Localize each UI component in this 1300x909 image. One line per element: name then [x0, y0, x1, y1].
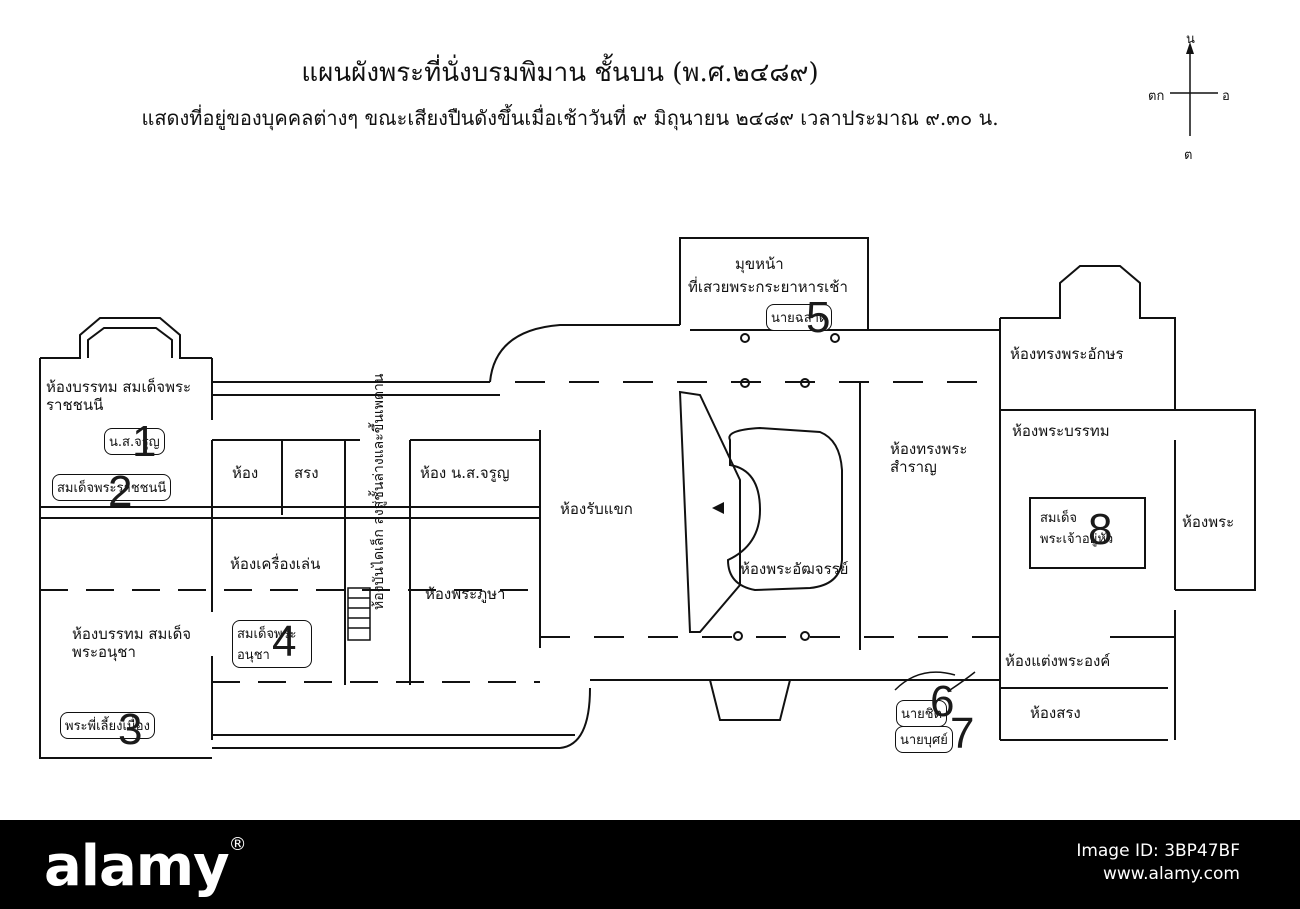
room-dressing-room: ห้องแต่งพระองค์ — [1005, 652, 1111, 670]
compass-north: น — [1186, 32, 1195, 47]
compass-arrow-icon — [1162, 42, 1218, 136]
marker-6: 6 — [930, 677, 955, 726]
room-bath-small: สรง — [294, 464, 319, 482]
marker-5: 5 — [806, 293, 831, 342]
person-box-4: สมเด็จพระอนุชา — [232, 620, 312, 668]
brand-name: alamy — [44, 834, 230, 899]
front-porch-wall — [679, 237, 869, 330]
porch-curve-left — [489, 324, 680, 383]
room-study: ห้องทรงพระอักษร — [1010, 345, 1124, 363]
room-throne-hall: ห้องพระอัฒจรรย์ — [740, 560, 849, 578]
registered-mark: ® — [228, 834, 247, 855]
person-box-1: น.ส.จรูญ — [104, 428, 165, 455]
marker-7: 7 — [950, 709, 975, 758]
room-queen-mother-bed: ห้องบรรทม สมเด็จพระราชชนนี — [46, 378, 192, 414]
marker-8: 8 — [1088, 505, 1113, 554]
compass-rose: น ตก อ ต — [1148, 32, 1250, 166]
room-small: ห้อง — [232, 464, 259, 482]
marker-4: 4 — [272, 617, 297, 666]
room-reception: ห้องรับแขก — [560, 500, 633, 518]
compass-south: ต — [1184, 148, 1193, 163]
room-dressing: ห้องทรงพระสำราญ — [890, 440, 968, 476]
footer-bar: alamy® Image ID: 3BP47BF www.alamy.com — [0, 820, 1300, 909]
person-box-2: สมเด็จพระราชชนนี — [52, 474, 172, 501]
room-worship: ห้องพระภูษา — [425, 585, 506, 603]
west-bay-window — [40, 317, 212, 359]
marker-1: 1 — [132, 417, 157, 466]
room-shrine: ห้องพระ — [1182, 513, 1235, 531]
compass-east: อ — [1222, 89, 1230, 104]
floor-plan-page: แผนผังพระที่นั่งบรมพิมาน ชั้นบน (พ.ศ.๒๔๘… — [39, 32, 1256, 759]
person-box-5: นายฉลาด — [766, 304, 833, 331]
room-small-stairs: ห้องบันไดเล็ก ลงสู่ชั้นล่างและขึ้นเพดาน — [371, 373, 387, 610]
marker-2: 2 — [108, 467, 133, 516]
porch-curve-bottom — [559, 687, 591, 749]
image-id-block: Image ID: 3BP47BF www.alamy.com — [1076, 840, 1240, 886]
person-box-7: นายบุศย์ — [895, 726, 953, 753]
marker-3: 3 — [118, 705, 143, 754]
plan-subtitle: แสดงที่อยู่ของบุคคลต่างๆ ขณะเสียงปืนดังข… — [141, 106, 999, 130]
person-box-8: สมเด็จพระเจ้าอยู่หัว — [1040, 511, 1114, 547]
room-chan: ห้อง น.ส.จรูญ — [420, 464, 510, 482]
image-id: Image ID: 3BP47BF — [1076, 841, 1240, 861]
room-front-porch: มุขหน้า — [735, 255, 784, 273]
plan-title: แผนผังพระที่นั่งบรมพิมาน ชั้นบน (พ.ศ.๒๔๘… — [301, 58, 819, 88]
person-box-3: พระพี่เลี้ยงเนื่อง — [60, 712, 155, 739]
room-king-brother-bed: ห้องบรรทม สมเด็จพระอนุชา — [72, 625, 192, 661]
room-bathroom: ห้องสรง — [1030, 704, 1081, 722]
room-king-bed: ห้องพระบรรทม — [1012, 422, 1110, 440]
compass-west: ตก — [1148, 89, 1165, 104]
brand-logo[interactable]: alamy® — [44, 834, 247, 899]
floor-plan-drawing — [39, 237, 1256, 759]
grand-staircase — [678, 390, 741, 633]
west-outer-wall — [39, 358, 212, 759]
room-playroom: ห้องเครื่องเล่น — [230, 555, 321, 573]
room-breakfast: ที่เสวยพระกระยาหารเช้า — [688, 278, 848, 296]
site-url[interactable]: www.alamy.com — [1102, 863, 1240, 884]
